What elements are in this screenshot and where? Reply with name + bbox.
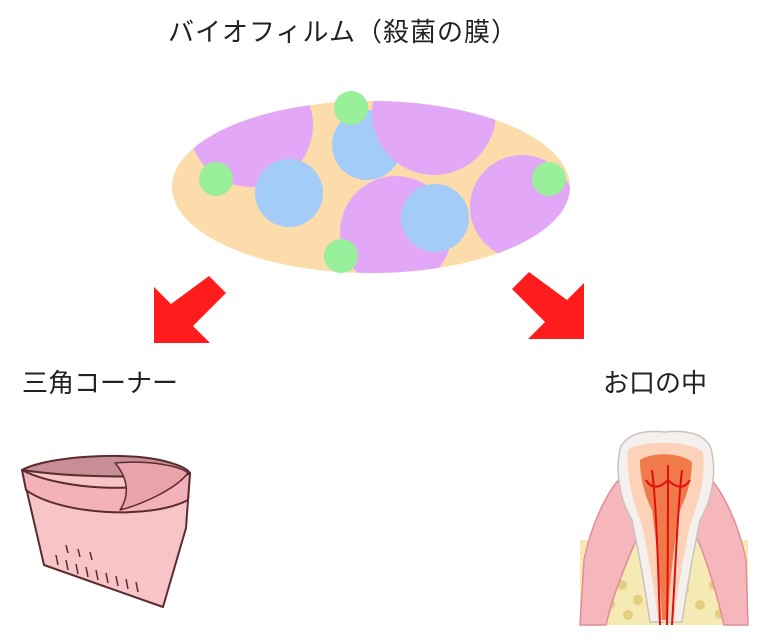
arrow-down-left-icon — [154, 276, 226, 343]
arrow-down-right-icon — [512, 272, 584, 339]
sink-corner-basket-icon — [21, 454, 191, 608]
tooth-cross-section-icon — [579, 430, 749, 626]
sink-corner-label: 三角コーナー — [22, 369, 179, 399]
biofilm-illustration — [172, 91, 570, 273]
mouth-label: お口の中 — [603, 369, 708, 399]
diagram-title: バイオフィルム（殺菌の膜） — [168, 18, 518, 48]
